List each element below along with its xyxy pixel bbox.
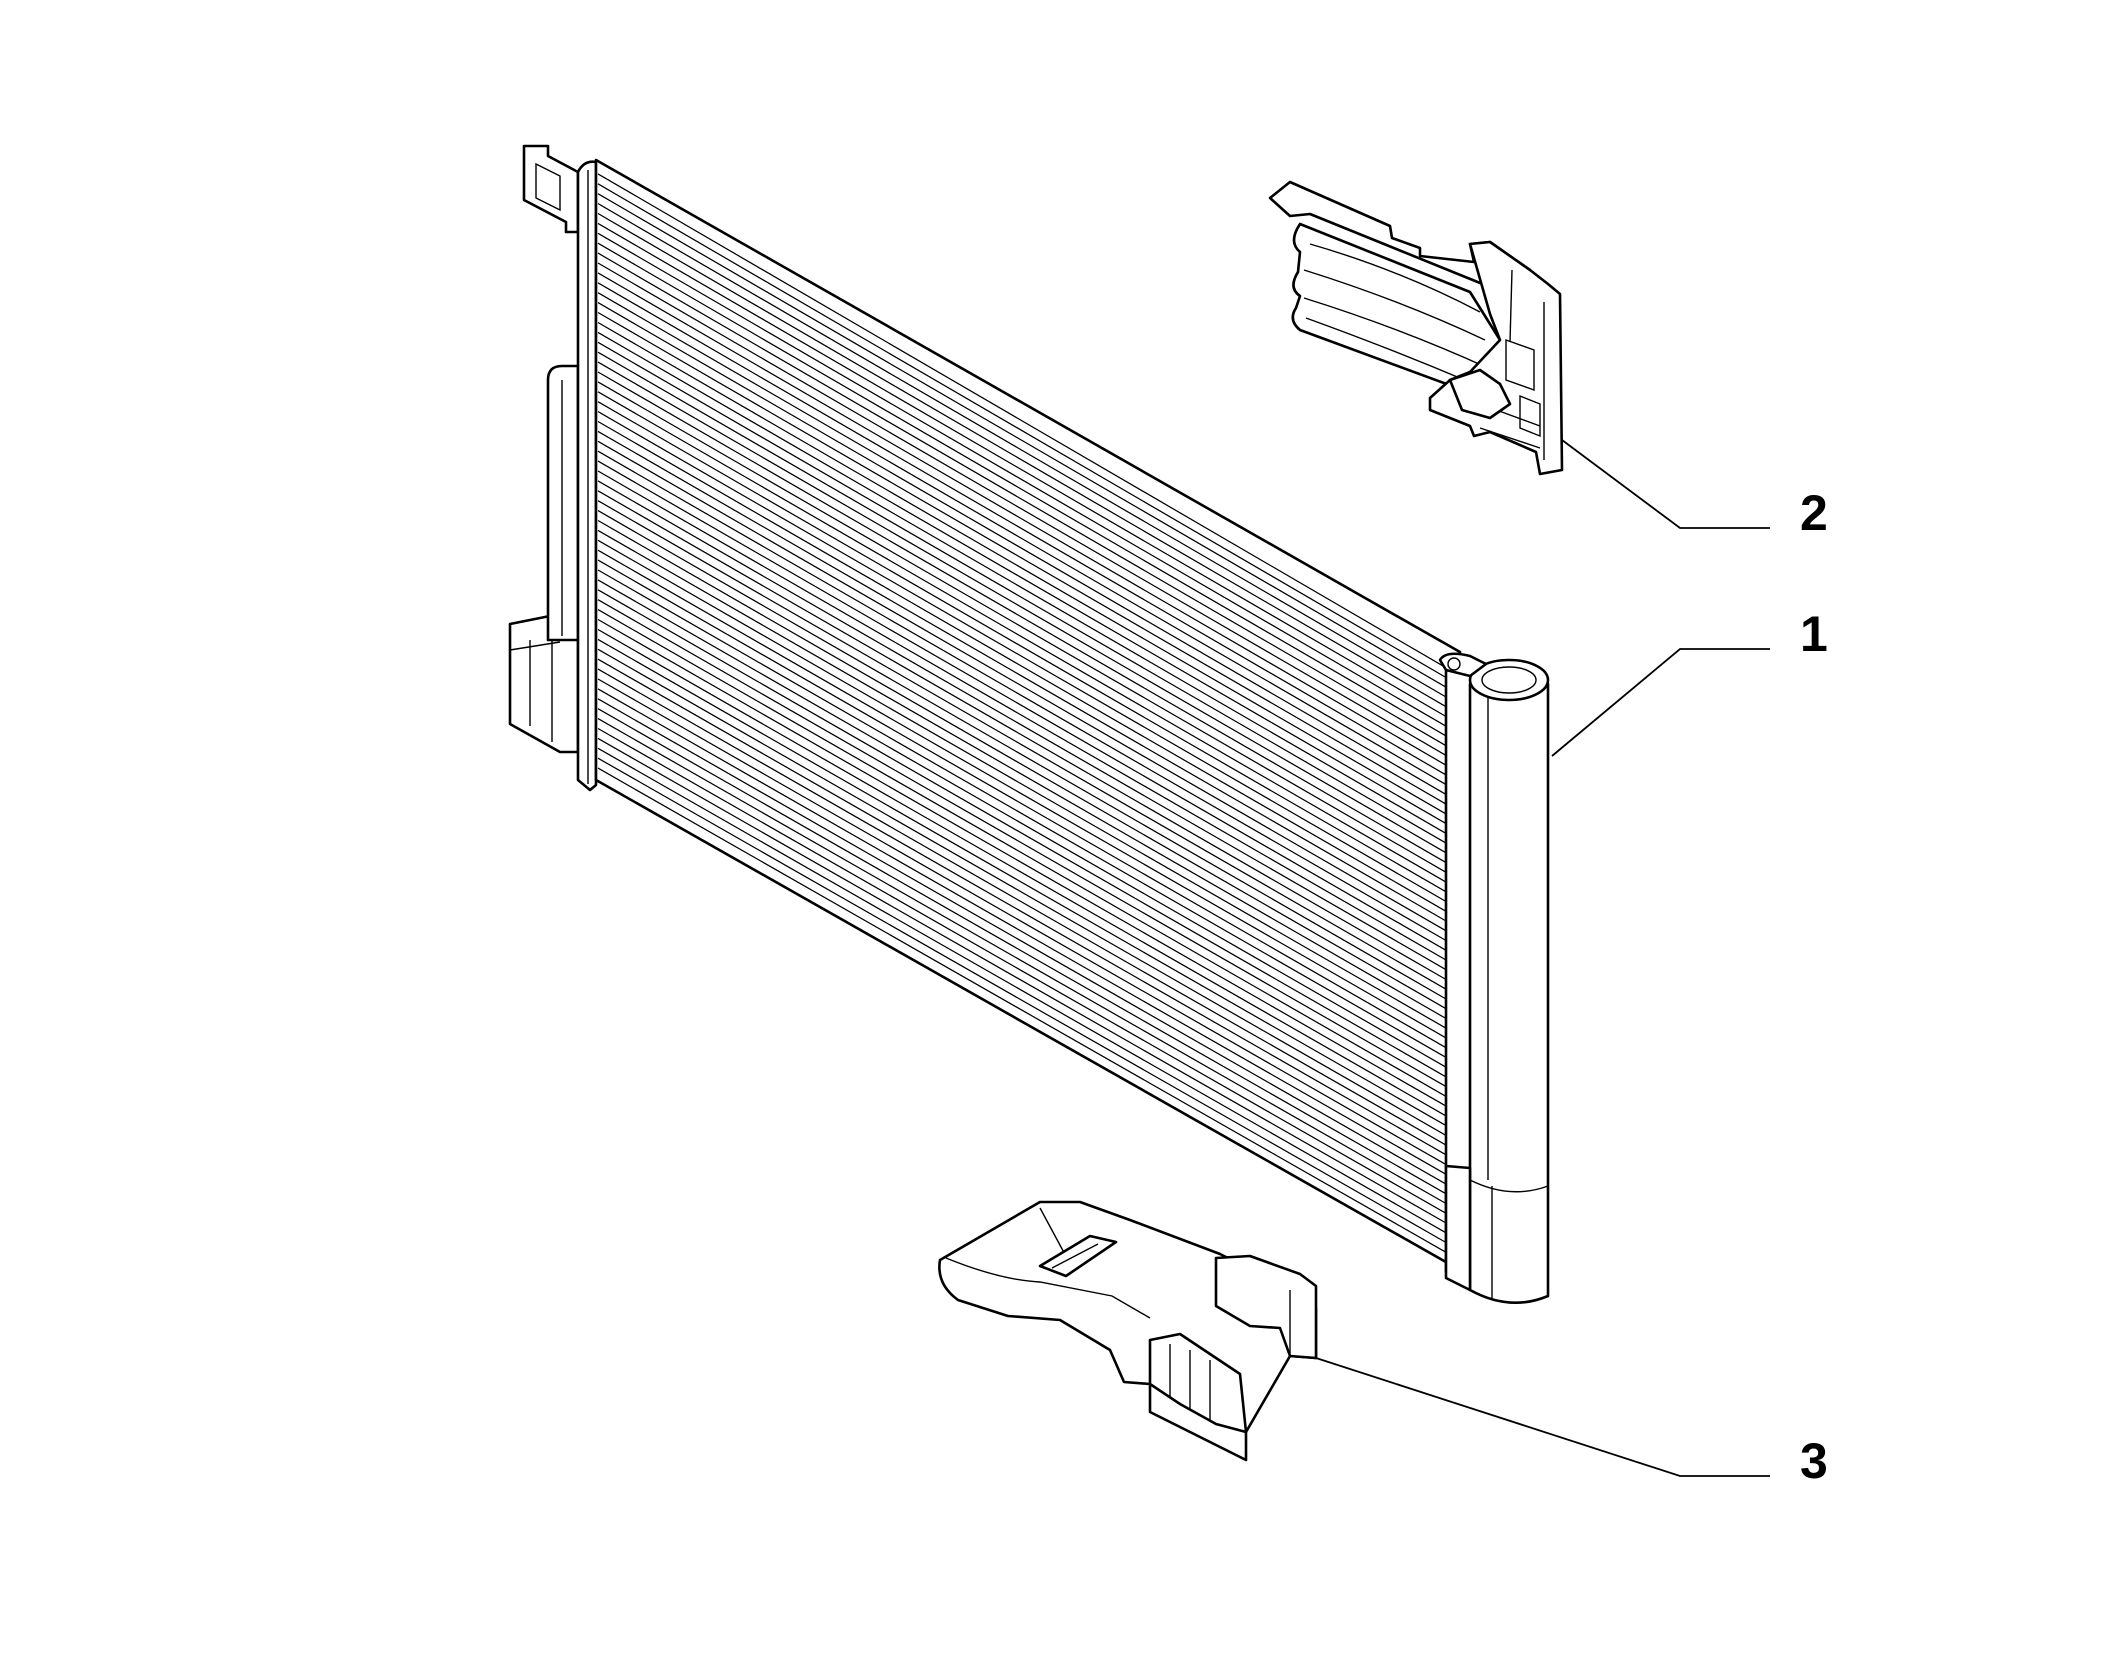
condenser-fin-line bbox=[597, 579, 1447, 1068]
condenser-fin-line bbox=[597, 727, 1447, 1214]
leader-line-3 bbox=[1315, 1357, 1770, 1477]
condenser-fin-line bbox=[597, 272, 1447, 766]
condenser-fin-line bbox=[597, 757, 1447, 1244]
condenser-fin-line bbox=[597, 391, 1447, 883]
condenser-fin-line bbox=[597, 302, 1447, 795]
condenser-part[interactable] bbox=[508, 144, 1550, 1305]
condenser-receiver-cylinder bbox=[1468, 682, 1550, 1305]
upper-bracket-clip bbox=[1448, 368, 1512, 420]
condenser-fin-line bbox=[597, 767, 1447, 1253]
condenser-fin-line bbox=[597, 371, 1447, 864]
condenser-fin-line bbox=[597, 628, 1447, 1117]
condenser-left-pipe bbox=[546, 364, 580, 642]
callout-3: 3 bbox=[1800, 1433, 1828, 1489]
condenser-fin-line bbox=[597, 430, 1447, 922]
condenser-fin-line bbox=[597, 678, 1447, 1166]
condenser-fin-line bbox=[597, 688, 1447, 1175]
condenser-fin-line bbox=[597, 440, 1447, 932]
callout-2: 2 bbox=[1800, 485, 1828, 541]
condenser-fin-line bbox=[597, 668, 1447, 1156]
condenser-fin-line bbox=[597, 599, 1447, 1088]
condenser-fin-line bbox=[597, 321, 1447, 815]
condenser-fin-line bbox=[597, 559, 1447, 1049]
condenser-fin-line bbox=[597, 282, 1447, 776]
leader-line-2 bbox=[1561, 439, 1770, 529]
lower-bracket-slot bbox=[1038, 1234, 1118, 1278]
condenser-fin-line bbox=[597, 609, 1447, 1097]
condenser-fin-line bbox=[597, 232, 1447, 727]
condenser-fin-line bbox=[597, 193, 1447, 688]
condenser-fin-line bbox=[597, 222, 1447, 718]
condenser-fin-line bbox=[597, 460, 1447, 951]
condenser-fin-line bbox=[597, 262, 1447, 756]
condenser-fin-line bbox=[597, 411, 1447, 903]
condenser-fins bbox=[587, 170, 1447, 1253]
condenser-fin-line bbox=[597, 638, 1447, 1127]
condenser-fin-line bbox=[597, 718, 1447, 1205]
condenser-fin-line bbox=[597, 242, 1447, 737]
condenser-fin-line bbox=[597, 708, 1447, 1195]
condenser-fin-line bbox=[597, 500, 1447, 990]
upper-bracket-ribbed-body bbox=[1291, 222, 1502, 402]
condenser-fin-line bbox=[597, 470, 1447, 961]
condenser-fin-line bbox=[597, 480, 1447, 971]
condenser-fin-line bbox=[597, 747, 1447, 1234]
lower-bracket-foot bbox=[1148, 1332, 1248, 1434]
condenser-fin-line bbox=[597, 331, 1447, 825]
condenser-fin-line bbox=[597, 212, 1447, 708]
condenser-fin-line bbox=[597, 351, 1447, 844]
condenser-left-tank bbox=[576, 160, 598, 792]
condenser-fin-line bbox=[597, 618, 1447, 1107]
condenser-fin-line bbox=[597, 519, 1447, 1010]
condenser-fin-line bbox=[597, 549, 1447, 1039]
leader-lines bbox=[1315, 439, 1770, 1477]
condenser-fin-line bbox=[597, 203, 1447, 698]
condenser-fin-line bbox=[597, 510, 1447, 1000]
condenser-fin-line bbox=[597, 589, 1447, 1078]
condenser-fin-line bbox=[597, 648, 1447, 1136]
condenser-top-mount-tab bbox=[522, 144, 580, 234]
condenser-fin-line bbox=[597, 341, 1447, 834]
condenser-fin-line bbox=[597, 420, 1447, 912]
leader-line-1 bbox=[1551, 648, 1770, 757]
lower-bracket-part[interactable] bbox=[938, 1200, 1318, 1462]
upper-bracket-side-plate bbox=[1428, 240, 1564, 476]
condenser-fin-line bbox=[597, 490, 1447, 981]
lower-bracket-base bbox=[938, 1200, 1318, 1462]
condenser-fin-line bbox=[597, 183, 1447, 679]
condenser-fin-line bbox=[597, 529, 1447, 1020]
callout-1: 1 bbox=[1800, 606, 1828, 662]
condenser-fin-line bbox=[597, 292, 1447, 786]
condenser-fin-line bbox=[597, 569, 1447, 1058]
condenser-fin-line bbox=[597, 539, 1447, 1029]
lower-bracket-riser bbox=[1214, 1254, 1318, 1360]
condenser-fin-line bbox=[597, 173, 1447, 669]
condenser-fin-line bbox=[597, 252, 1447, 747]
condenser-fin-line bbox=[597, 361, 1447, 854]
condenser-fin-line bbox=[597, 658, 1447, 1146]
receiver-cap-ring bbox=[1438, 652, 1488, 678]
condenser-fin-line bbox=[597, 401, 1447, 893]
receiver-lower-sleeve bbox=[1444, 1164, 1472, 1292]
condenser-fin-line bbox=[597, 450, 1447, 942]
upper-bracket-part[interactable] bbox=[1268, 180, 1564, 476]
receiver-top-opening bbox=[1468, 658, 1550, 702]
condenser-fin-line bbox=[597, 311, 1447, 805]
condenser-fin-line bbox=[597, 381, 1447, 873]
condenser-fin-line bbox=[597, 737, 1447, 1224]
condenser-fin-line bbox=[597, 698, 1447, 1185]
